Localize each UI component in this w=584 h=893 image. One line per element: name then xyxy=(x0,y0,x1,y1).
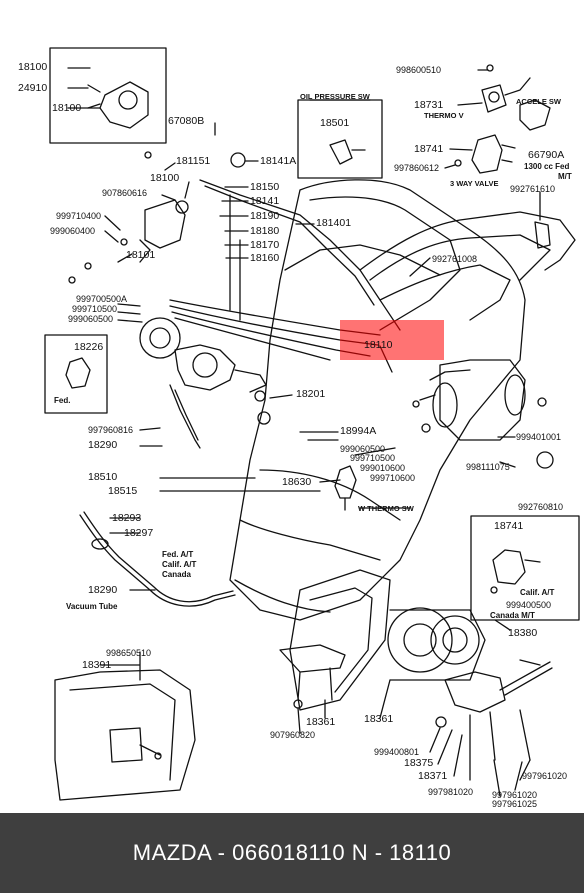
label-999710400: 999710400 xyxy=(56,211,102,221)
label-997860612: 997860612 xyxy=(394,163,440,173)
label-thermo-valve: THERMO V xyxy=(424,111,464,120)
label-997960816: 997960816 xyxy=(88,425,134,435)
label-fed-at: Fed. A/T xyxy=(162,550,194,559)
label-w-thermo-sw: W THERMO SW xyxy=(358,504,414,513)
label-18361-b: 18361 xyxy=(364,713,394,725)
label-vacuum-tube: Vacuum Tube xyxy=(66,602,118,611)
label-998650510: 998650510 xyxy=(106,648,152,658)
label-18361-a: 18361 xyxy=(306,716,336,728)
label-18201: 18201 xyxy=(296,388,326,400)
label-18110: 18110 xyxy=(364,339,393,351)
label-999400500: 999400500 xyxy=(506,600,552,610)
label-18741-box: 18741 xyxy=(494,520,524,532)
label-18180: 18180 xyxy=(250,225,280,237)
label-67080b: 67080B xyxy=(168,115,205,127)
label-992760810: 992760810 xyxy=(518,502,564,512)
label-24910: 24910 xyxy=(18,82,48,94)
parts-diagram: 18100 24910 18100 OIL PRESSURE SW 18501 … xyxy=(18,47,580,809)
label-66790a: 66790A xyxy=(528,149,565,161)
label-999060500b: 999060500 xyxy=(340,444,386,454)
label-18290-top: 18290 xyxy=(88,439,118,451)
label-18190: 18190 xyxy=(250,210,280,222)
diagram-drawing xyxy=(44,47,580,801)
label-accele-sw: ACCELE SW xyxy=(516,97,561,106)
label-992761008: 992761008 xyxy=(432,254,478,264)
footer-caption-bar: MAZDA - 066018110 N - 18110 xyxy=(0,813,584,893)
label-997981020: 997981020 xyxy=(428,787,474,797)
label-999060400: 999060400 xyxy=(50,226,96,236)
label-997961020b: 997961020 xyxy=(492,790,538,800)
label-18510: 18510 xyxy=(88,471,118,483)
label-181401: 181401 xyxy=(316,217,352,229)
label-999700500a: 999700500A xyxy=(76,294,128,304)
label-18141a: 18141A xyxy=(260,155,297,167)
label-18226: 18226 xyxy=(74,341,104,353)
label-18100-inset: 18100 xyxy=(18,61,48,73)
label-18160: 18160 xyxy=(250,252,280,264)
label-999710500b: 999710500 xyxy=(350,453,396,463)
label-999710600: 999710600 xyxy=(370,473,416,483)
label-18375: 18375 xyxy=(404,757,434,769)
label-18150: 18150 xyxy=(250,181,280,193)
label-calif-at2: Calif. A/T xyxy=(520,588,555,597)
label-18380: 18380 xyxy=(508,627,538,639)
label-18290: 18290 xyxy=(88,584,118,596)
label-18391: 18391 xyxy=(82,659,112,671)
label-998600510: 998600510 xyxy=(396,65,442,75)
label-18994a: 18994A xyxy=(340,425,377,437)
label-canada-mt: Canada M/T xyxy=(490,611,535,620)
inset-box-18226 xyxy=(44,334,108,414)
label-calif-at: Calif. A/T xyxy=(162,560,197,569)
label-oil-pressure-sw: OIL PRESSURE SW xyxy=(300,92,370,101)
label-181151: 181151 xyxy=(176,155,211,167)
label-18297: 18297 xyxy=(124,527,154,539)
label-999400801: 999400801 xyxy=(374,747,420,757)
label-18101: 18101 xyxy=(126,249,156,261)
label-907960820: 907960820 xyxy=(270,730,316,740)
label-18293: 18293 xyxy=(112,512,142,524)
label-907860616: 907860616 xyxy=(102,188,148,198)
label-3-way-valve: 3 WAY VALVE xyxy=(450,179,499,188)
label-fed-inset: Fed. xyxy=(54,396,71,405)
label-18731: 18731 xyxy=(414,99,444,111)
label-18371: 18371 xyxy=(418,770,448,782)
label-18100: 18100 xyxy=(150,172,180,184)
inset-box-oil-pressure xyxy=(297,99,383,179)
highlighted-part-box xyxy=(340,320,444,360)
label-18100-inset-b: 18100 xyxy=(52,102,82,114)
label-18170: 18170 xyxy=(250,239,280,251)
label-mt: M/T xyxy=(558,172,572,181)
label-999010600: 999010600 xyxy=(360,463,406,473)
label-992761610: 992761610 xyxy=(510,184,556,194)
label-18515: 18515 xyxy=(108,485,138,497)
label-18141: 18141 xyxy=(250,195,280,207)
label-canada: Canada xyxy=(162,570,191,579)
label-997961025: 997961025 xyxy=(492,799,538,809)
label-999060500: 999060500 xyxy=(68,314,114,324)
label-998111075: 998111075 xyxy=(466,462,510,472)
label-999401001: 999401001 xyxy=(516,432,562,442)
footer-caption: MAZDA - 066018110 N - 18110 xyxy=(132,840,452,865)
inset-box-18741 xyxy=(470,515,580,621)
label-18630: 18630 xyxy=(282,476,312,488)
label-18501: 18501 xyxy=(320,117,350,129)
label-1300cc-fed: 1300 cc Fed xyxy=(524,162,570,171)
inset-box-18100 xyxy=(49,47,167,144)
label-18741-top: 18741 xyxy=(414,143,444,155)
label-999710500: 999710500 xyxy=(72,304,118,314)
label-997961020: 997961020 xyxy=(522,771,568,781)
